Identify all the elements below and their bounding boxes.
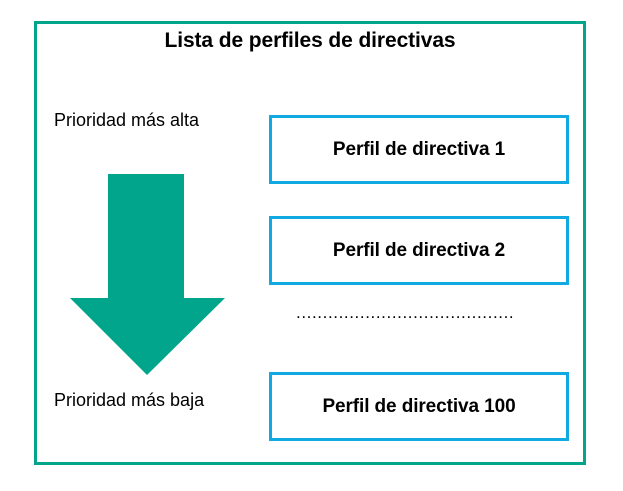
policy-profile-label: Perfil de directiva 1 <box>332 138 506 160</box>
policy-profile-box[interactable]: Perfil de directiva 100 <box>269 372 569 441</box>
priority-lowest-label: Prioridad más baja <box>54 390 205 410</box>
priority-highest-label: Prioridad más alta <box>54 110 200 130</box>
down-arrow-icon <box>70 174 225 375</box>
page-title: Lista de perfiles de directivas <box>164 29 456 52</box>
policy-profile-box[interactable]: Perfil de directiva 1 <box>269 115 569 184</box>
policy-profile-box[interactable]: Perfil de directiva 2 <box>269 216 569 285</box>
policy-profile-label: Perfil de directiva 2 <box>332 239 506 261</box>
policy-profile-label: Perfil de directiva 100 <box>322 395 516 417</box>
continuation-ellipsis: ........................................… <box>296 304 515 321</box>
